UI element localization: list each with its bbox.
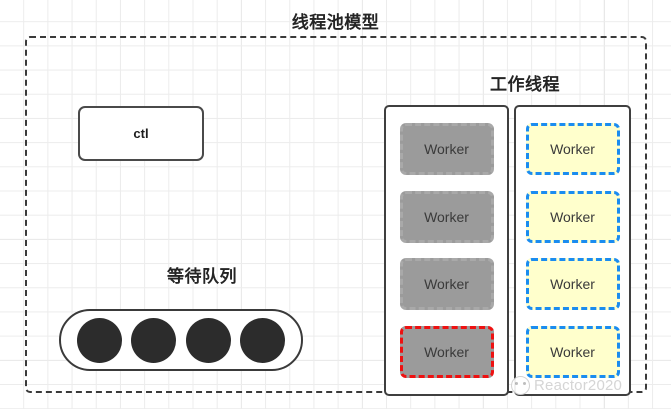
page-title: 线程池模型	[291, 13, 380, 32]
worker-label: Worker	[550, 344, 595, 361]
worker-node-highlighted: Worker	[399, 326, 494, 379]
worker-label: Worker	[424, 208, 469, 225]
extra-worker-column: Worker Worker Worker Worker	[514, 105, 631, 396]
worker-node: Worker	[525, 258, 620, 311]
worker-label: Worker	[424, 276, 469, 293]
waiting-queue-label: 等待队列	[167, 267, 237, 286]
ctl-label: ctl	[133, 126, 149, 141]
watermark-text: Reactor2020	[534, 377, 623, 394]
circular-logo-icon	[511, 376, 530, 395]
queue-task-dot	[76, 317, 122, 363]
thread-pool-boundary	[25, 36, 647, 393]
worker-threads-label: 工作线程	[490, 75, 560, 94]
worker-label: Worker	[550, 276, 595, 293]
worker-label: Worker	[550, 140, 595, 157]
queue-task-dot	[240, 317, 286, 363]
worker-node: Worker	[399, 190, 494, 243]
ctl-node: ctl	[78, 106, 204, 161]
worker-label: Worker	[424, 140, 469, 157]
watermark: Reactor2020	[511, 376, 622, 395]
queue-task-dot	[131, 317, 177, 363]
worker-label: Worker	[424, 344, 469, 361]
waiting-queue-node	[59, 309, 303, 371]
worker-node: Worker	[525, 122, 620, 175]
core-worker-column: Worker Worker Worker Worker	[384, 105, 509, 396]
worker-node: Worker	[399, 258, 494, 311]
worker-node: Worker	[399, 122, 494, 175]
worker-node: Worker	[525, 190, 620, 243]
queue-task-dot	[185, 317, 231, 363]
worker-label: Worker	[550, 208, 595, 225]
worker-node: Worker	[525, 326, 620, 379]
